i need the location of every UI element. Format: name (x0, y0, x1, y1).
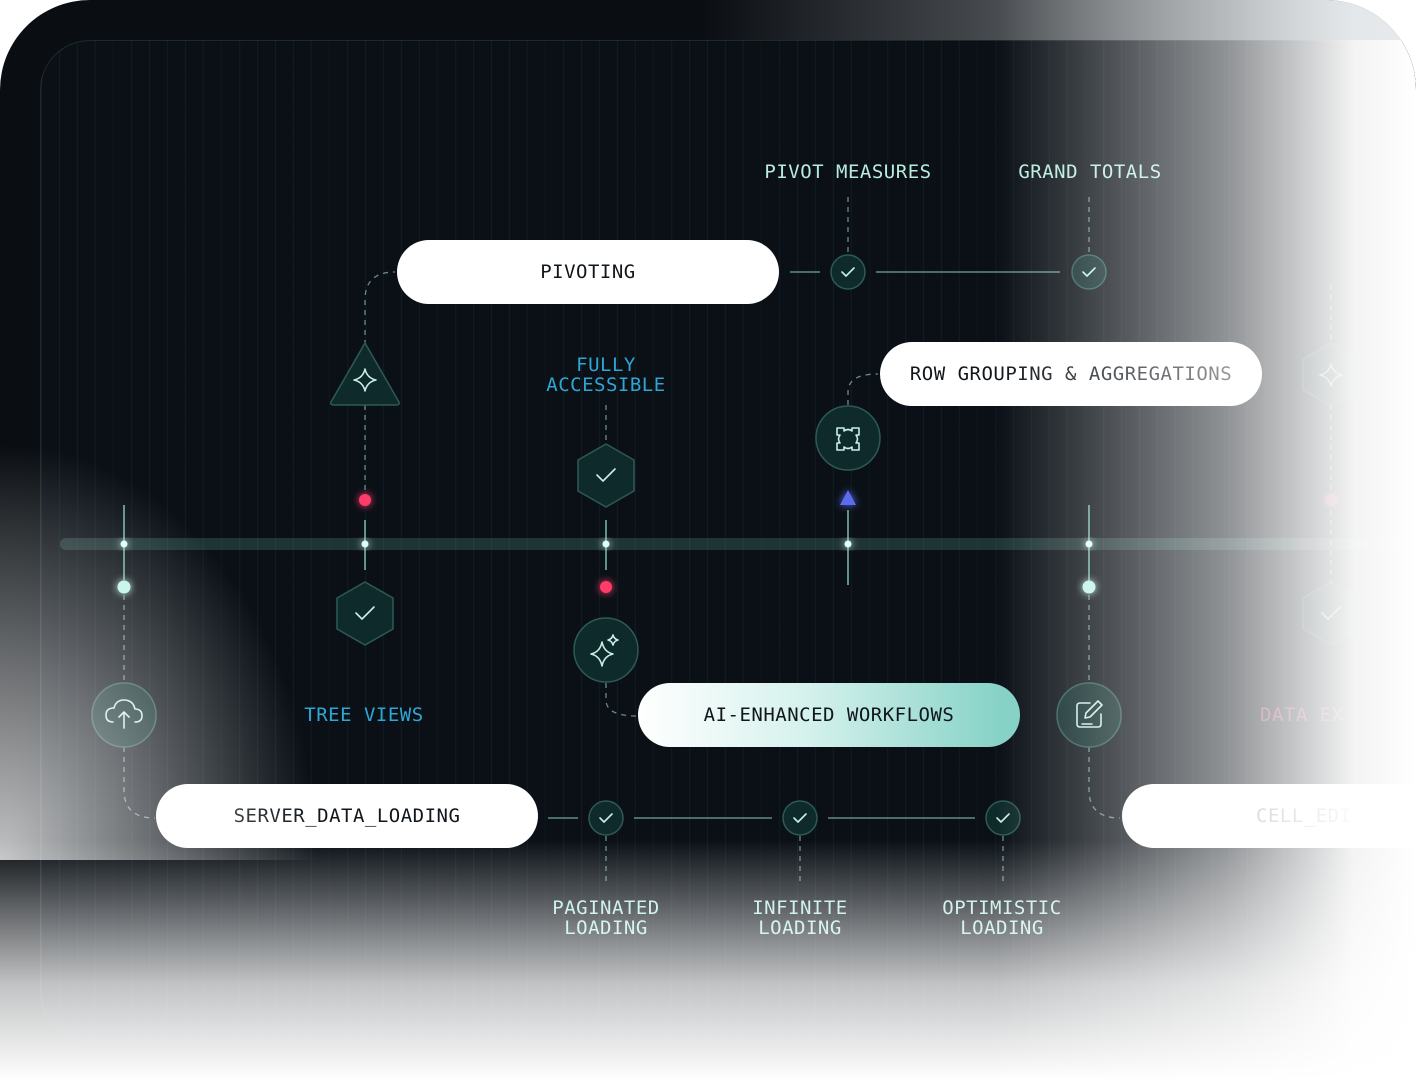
pill-ai-enhanced-workflows: AI-ENHANCED WORKFLOWS (638, 683, 1020, 747)
check-icon (793, 813, 807, 823)
hexagon-node (1302, 342, 1360, 407)
check-icon (599, 813, 613, 823)
red-marker-dot (600, 581, 612, 593)
mint-marker-dot (1082, 580, 1096, 594)
check-icon (355, 606, 375, 620)
red-marker-dot (1325, 494, 1337, 506)
pill-pivoting: PIVOTING (397, 240, 779, 304)
sparkles-icon (590, 634, 619, 667)
label-infinite-loading: INFINITE LOADING (752, 897, 848, 939)
check-icon (841, 267, 855, 277)
label-grand-totals: GRAND TOTALS (1018, 161, 1162, 183)
hexagon-node (336, 581, 394, 646)
pill-server-data-loading: SERVER_DATA_LOADING (156, 784, 538, 848)
hexagon-node (1302, 581, 1360, 646)
label-paginated-loading: PAGINATED LOADING (552, 897, 660, 939)
label-data-export: DATA EX (1260, 704, 1344, 726)
circle-node (1056, 682, 1122, 748)
triangle-node (330, 341, 400, 406)
pill-cell-editing: CELL_EDI (1122, 784, 1416, 848)
hexagon-node (577, 443, 635, 508)
mint-marker-dot (117, 580, 131, 594)
indigo-marker-triangle (840, 490, 856, 505)
check-icon (596, 468, 616, 482)
red-marker-dot (359, 494, 371, 506)
circle-node (815, 405, 881, 471)
grouping-icon (836, 427, 860, 451)
label-tree-views: TREE VIEWS (304, 704, 424, 726)
sparkle-icon (353, 368, 377, 392)
label-optimistic-loading: OPTIMISTIC LOADING (942, 897, 1062, 939)
label-pivot-measures: PIVOT MEASURES (764, 161, 932, 183)
pill-row-grouping: ROW GROUPING & AGGREGATIONS (880, 342, 1262, 406)
label-fully-accessible: FULLY ACCESSIBLE (546, 354, 666, 396)
